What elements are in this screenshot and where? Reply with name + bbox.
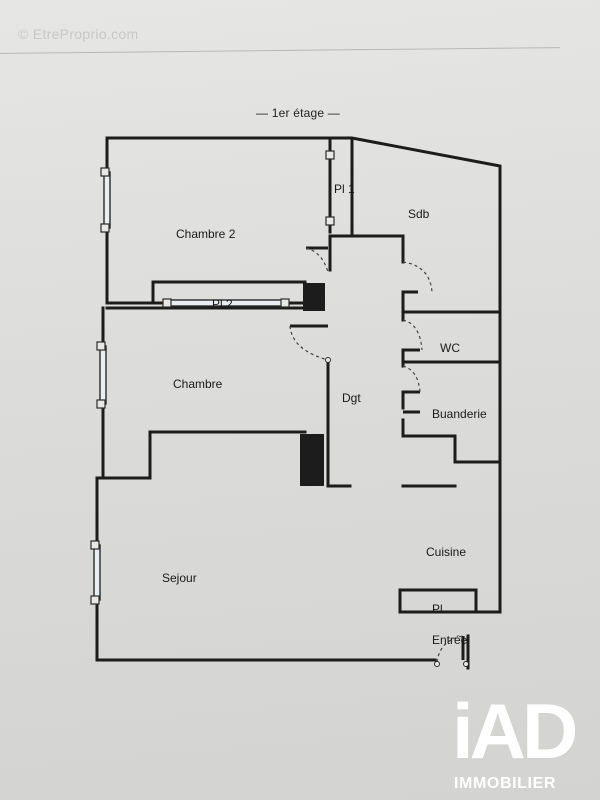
door-arc-chambre2 (305, 247, 329, 273)
window-handle (90, 595, 100, 605)
wall-block-lower (300, 434, 324, 486)
window-chambre (99, 345, 107, 405)
door-arc-chambre (289, 325, 329, 361)
room-label-buanderie: Buanderie (432, 407, 487, 421)
floor-label: — 1er étage — (256, 106, 340, 120)
room-label-pl2: Pl 2 (212, 297, 233, 311)
wall-chambre-bottom (101, 430, 307, 480)
door-hinge (463, 661, 469, 667)
room-label-chambre: Chambre (173, 377, 223, 391)
room-label-dgt: Dgt (342, 391, 361, 405)
iad-logo: iAD IMMOBILIER (452, 692, 600, 800)
wall-outer-top (105, 136, 502, 614)
wall-entry-right (466, 610, 502, 670)
window-chambre2 (103, 171, 111, 229)
window-handle (325, 216, 335, 226)
door-hinge (434, 661, 440, 667)
door-hinge (325, 357, 331, 363)
window-sejour (93, 544, 101, 601)
window-handle (162, 298, 172, 308)
room-label-pl-cuisine: Pl (432, 602, 443, 616)
wall-block-upper (303, 283, 325, 311)
room-label-pl1: Pl 1 (334, 182, 355, 196)
room-label-sdb: Sdb (408, 207, 430, 221)
window-handle (100, 167, 110, 177)
window-handle (325, 150, 335, 160)
watermark: © EtreProprio.com (18, 26, 139, 42)
floor-label-text: 1er étage (271, 106, 325, 120)
room-label-wc: WC (440, 341, 460, 355)
room-label-sejour: Sejour (162, 571, 197, 585)
room-label-cuisine: Cuisine (426, 545, 466, 559)
window-handle (100, 223, 110, 233)
room-label-entree: Entrée (432, 633, 468, 647)
window-handle (280, 298, 290, 308)
room-label-chambre2: Chambre 2 (176, 227, 236, 241)
wall-pl-cuisine (398, 588, 478, 614)
window-handle (96, 399, 106, 409)
door-arc-entree (436, 635, 464, 663)
window-handle (90, 540, 100, 550)
door-arc-wc (402, 319, 423, 351)
wall-buanderie-bottom (401, 434, 502, 464)
logo-sub-text: IMMOBILIER (454, 775, 556, 792)
door-arc-buanderie (402, 365, 421, 393)
logo-main-text: iAD (452, 687, 578, 775)
window-handle (96, 341, 106, 351)
door-arc-sdb (402, 261, 433, 293)
